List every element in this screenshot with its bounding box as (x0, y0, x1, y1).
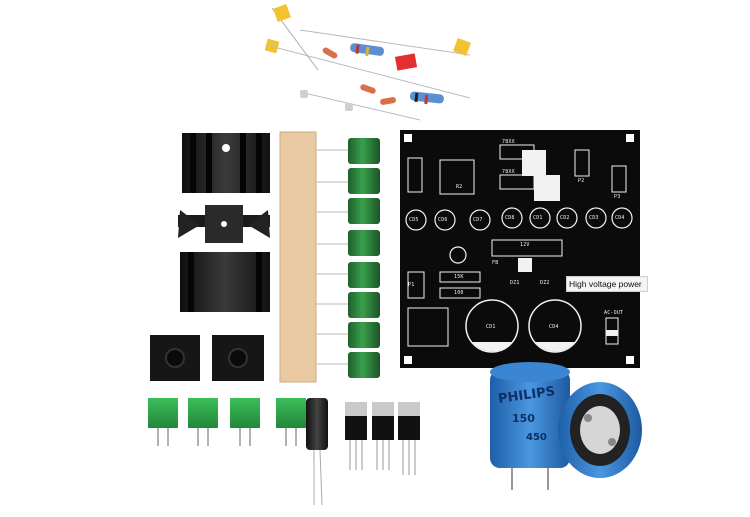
silk-cd7: CD7 (473, 217, 483, 223)
silk-dz1: DZ1 (510, 280, 520, 286)
silk-cd3: CD3 (589, 215, 599, 221)
silk-cd4: CD4 (615, 215, 625, 221)
silk-p3: P3 (614, 194, 621, 200)
loose-resistors-and-diodes (264, 4, 471, 121)
silk-78xx-top: 78XX (502, 139, 515, 145)
silk-cd1-big: CD1 (486, 324, 496, 330)
green-terminal-blocks (148, 398, 306, 446)
small-electrolytic-caps (348, 138, 380, 378)
heatsink-top (182, 133, 270, 193)
heatsink-star (178, 205, 270, 243)
silk-cd1: CD1 (533, 215, 543, 221)
small-black-capacitor (306, 398, 328, 506)
silk-15k: 15K (454, 274, 464, 280)
silk-ac-out: AC-OUT (604, 310, 624, 316)
bridge-rectifier-1 (150, 335, 200, 381)
silk-cd5: CD5 (409, 217, 419, 223)
silk-100: 100 (454, 290, 464, 296)
silk-cd4-big: CD4 (549, 324, 559, 330)
capacitor-tape-strip (279, 131, 348, 383)
silk-78xx-mid: 78XX (502, 169, 515, 175)
silk-cd8: CD8 (505, 215, 515, 221)
silk-p1: P1 (408, 282, 415, 288)
silk-cd2: CD2 (560, 215, 570, 221)
silk-p2: P2 (578, 178, 585, 184)
capacitor-value-print: 150 (512, 412, 535, 425)
capacitor-voltage-print: 450 (526, 432, 547, 443)
silk-fb: FB (492, 260, 499, 266)
silk-dz2: DZ2 (540, 280, 550, 286)
bridge-rectifier-2 (212, 335, 264, 381)
silk-12v: 12V (520, 242, 530, 248)
heatsink-bottom (180, 252, 270, 312)
pcb-board (400, 130, 640, 368)
to220-regulators (345, 402, 420, 475)
large-blue-capacitors (490, 362, 642, 490)
pcb-label-high-voltage-power: High voltage power (566, 276, 648, 292)
silk-r2: R2 (456, 184, 463, 190)
silk-cd6: CD6 (438, 217, 448, 223)
